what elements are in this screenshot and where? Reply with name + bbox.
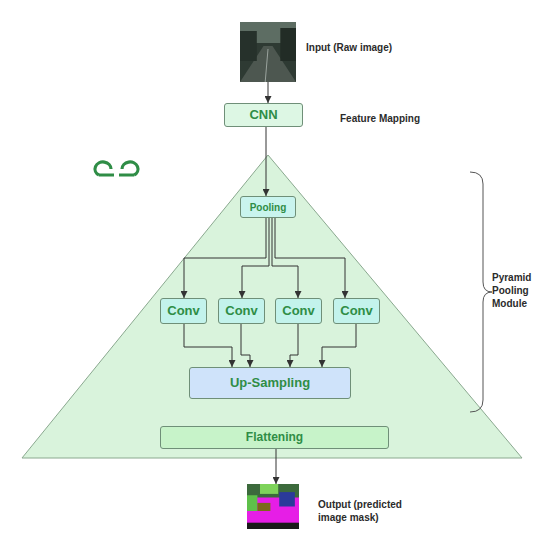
flow-arrow (241, 324, 250, 367)
flow-arrow (322, 324, 356, 367)
module-label: Pyramid Pooling Module (492, 271, 538, 310)
mask-region (247, 523, 299, 529)
conv-box: Conv (160, 298, 207, 324)
box-label: Flattening (246, 431, 303, 444)
image-caption: Input (Raw image) (306, 42, 426, 55)
input-image: Input (Raw image) (240, 22, 296, 82)
pyramid-triangle (22, 155, 522, 458)
logo-left-mark (95, 162, 114, 175)
photo-building (240, 31, 257, 61)
mask-region (260, 484, 278, 494)
box-label: Pooling (250, 202, 287, 213)
stage-label: Feature Mapping (340, 112, 460, 125)
flow-arrow (184, 218, 266, 298)
gfg-logo (95, 162, 138, 175)
photo-background (240, 22, 296, 82)
photo-lane-line (265, 49, 268, 82)
flattening-box: Flattening (160, 426, 389, 449)
mask-region (247, 495, 257, 511)
flow-arrow (184, 324, 232, 367)
flow-arrow (275, 218, 345, 298)
flow-arrow (276, 449, 277, 484)
conv-box: Conv (275, 298, 322, 324)
conv-box: Conv (333, 298, 380, 324)
box-label: Conv (340, 304, 373, 318)
output-image: Output (predicted image mask) (247, 484, 299, 529)
process-box: CNN (224, 103, 303, 127)
image-caption: Output (predicted image mask) (318, 499, 418, 524)
box-label: Conv (225, 304, 258, 318)
box-label: Conv (282, 304, 315, 318)
mask-region (279, 492, 295, 506)
photo-building (280, 28, 296, 61)
box-label: Up-Sampling (230, 376, 310, 390)
conv-box: Conv (218, 298, 265, 324)
mask-background (247, 484, 299, 529)
upsampling-box: Up-Sampling (189, 367, 351, 399)
mask-region (257, 503, 270, 511)
flow-arrow (242, 218, 269, 298)
flow-arrow (290, 324, 298, 367)
module-bracket (470, 172, 492, 412)
flow-arrow (268, 82, 269, 103)
box-label: CNN (249, 108, 277, 122)
pooling-box: Pooling (240, 196, 296, 218)
mask-image (247, 484, 299, 529)
street-photo (240, 22, 296, 82)
box-label: Conv (167, 304, 200, 318)
flow-arrow (266, 127, 267, 196)
logo-right-mark (119, 162, 138, 175)
flow-arrow (272, 218, 298, 298)
